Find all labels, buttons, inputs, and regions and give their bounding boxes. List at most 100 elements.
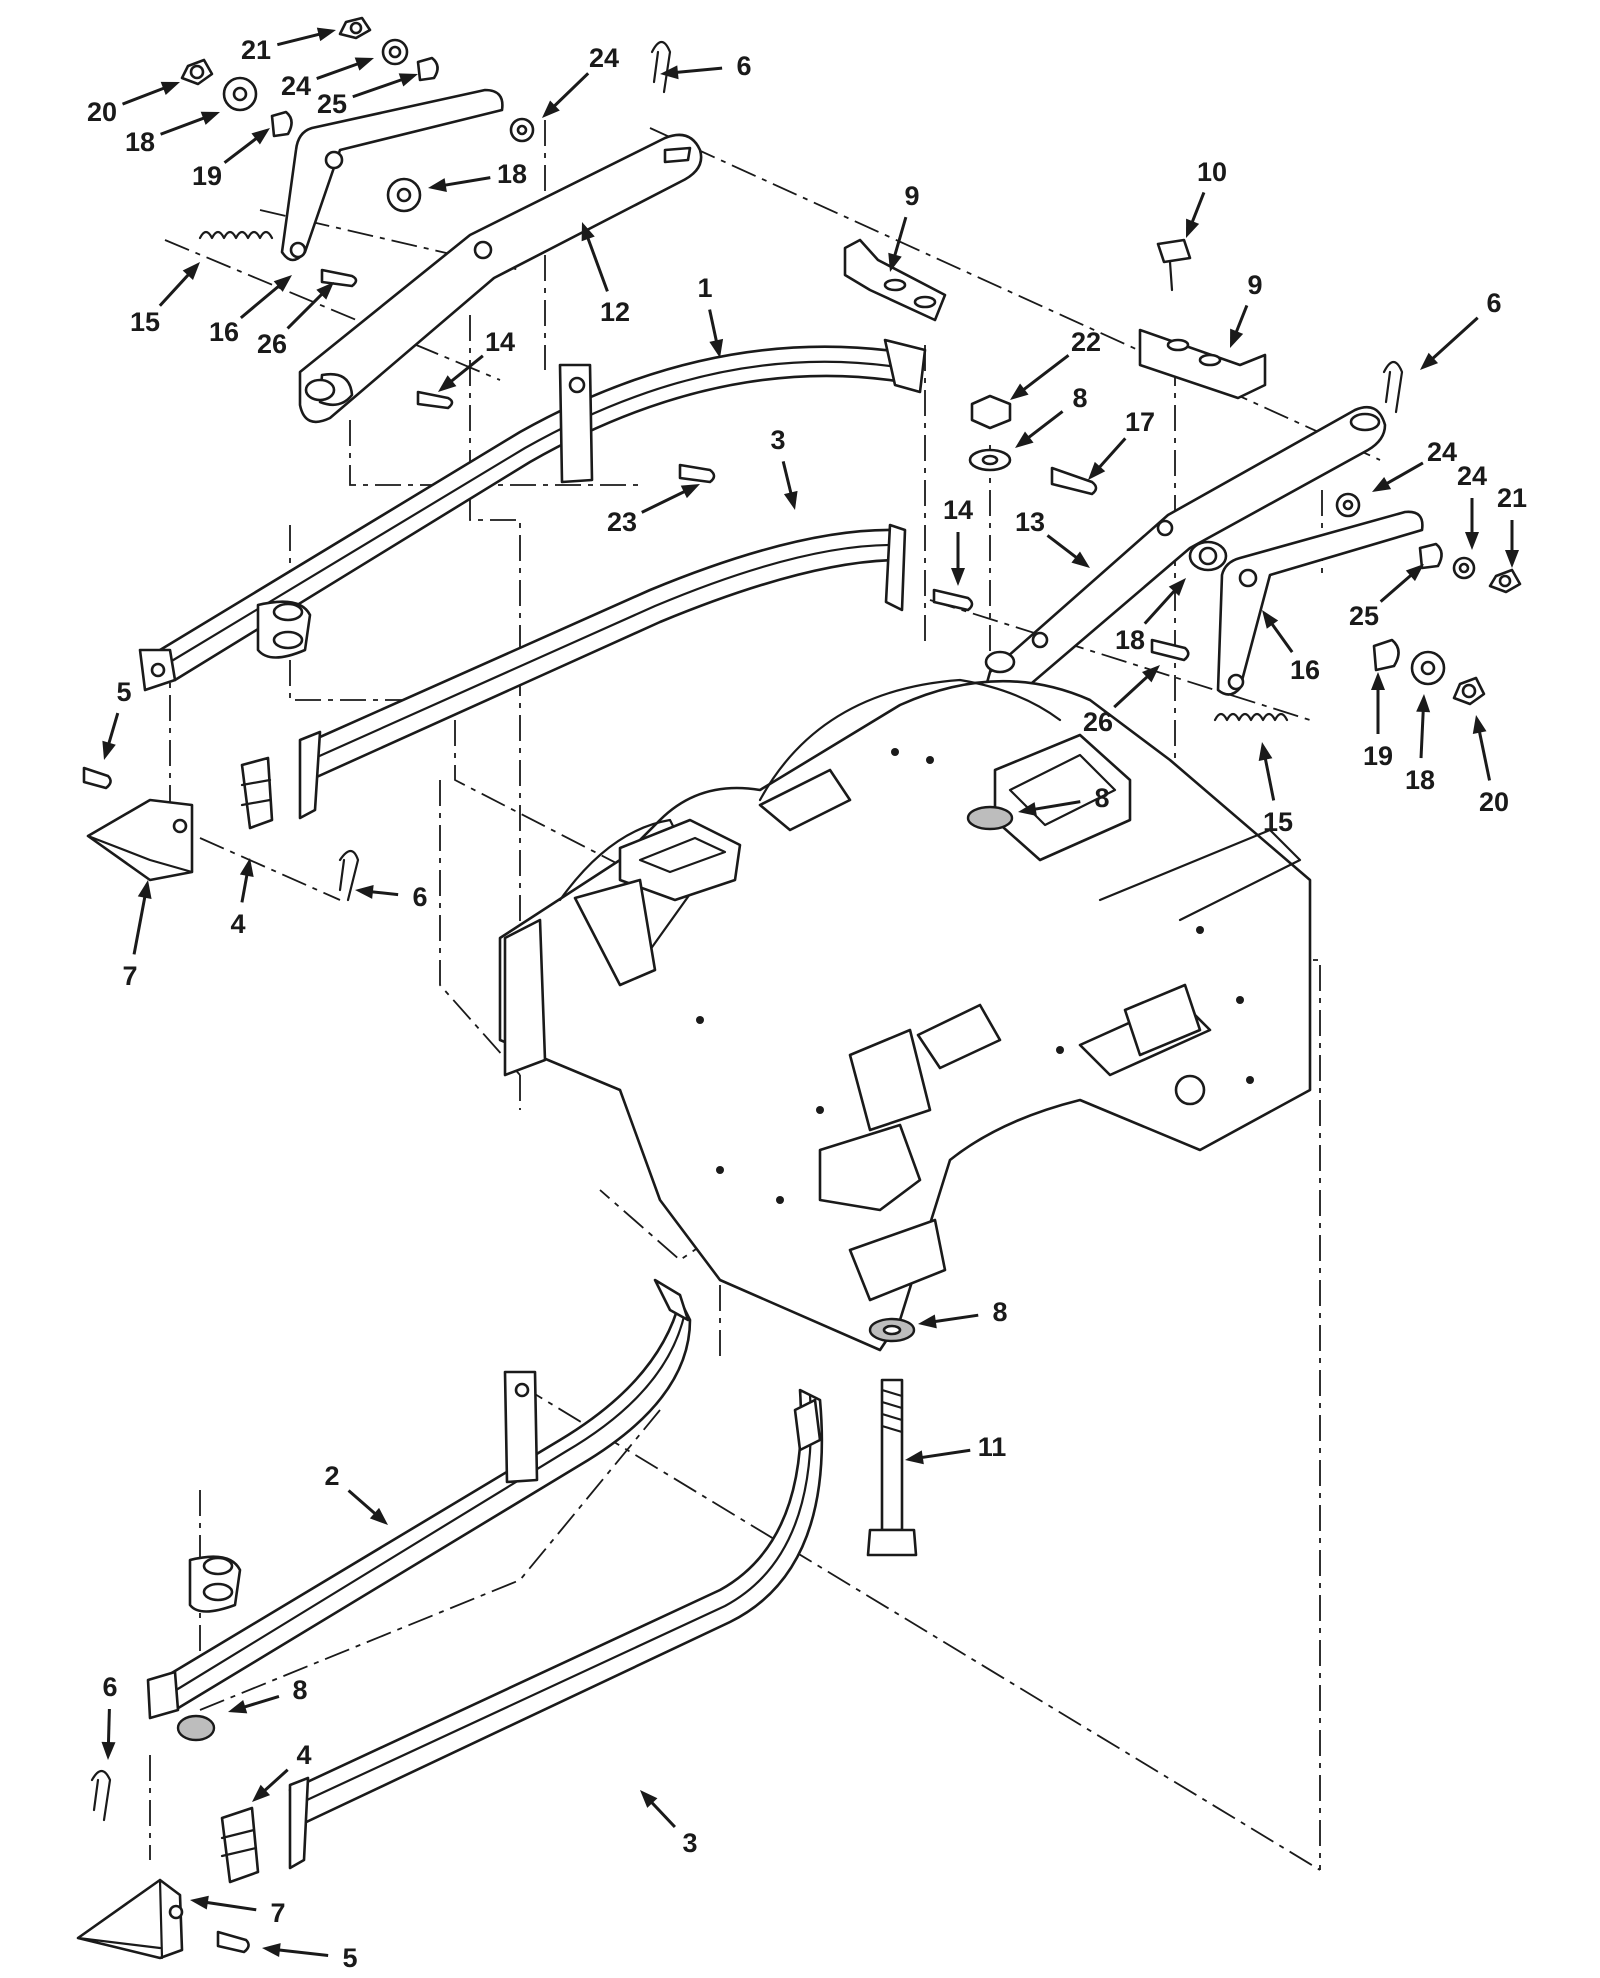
callout-c14a: 14 [438, 327, 515, 392]
callout-c24d: 24 [1457, 461, 1487, 550]
leader-line [1383, 461, 1424, 487]
leader-line [1031, 800, 1081, 812]
callout-number: 26 [1083, 707, 1113, 737]
leader-line [1143, 587, 1178, 625]
callout-number: 8 [1072, 383, 1087, 413]
arrowhead [680, 484, 700, 499]
callout-c5b: 5 [262, 1943, 358, 1973]
leader-line [368, 890, 399, 897]
callout-c1: 1 [697, 273, 724, 358]
leader-line [918, 1448, 971, 1460]
arrowhead [783, 490, 798, 510]
callout-c23: 23 [607, 484, 700, 537]
arrowhead [1505, 550, 1519, 568]
callout-number: 3 [682, 1828, 697, 1858]
callout-c9b: 9 [1230, 270, 1263, 348]
spacer-25a [416, 56, 439, 82]
leader-line [1020, 354, 1070, 393]
arrowhead [918, 1314, 937, 1329]
arrowhead [1142, 665, 1160, 683]
leader-line [239, 282, 283, 320]
callout-number: 14 [943, 495, 973, 525]
callout-number: 16 [1290, 655, 1320, 685]
callout-c13: 13 [1015, 507, 1090, 568]
pin-5b [216, 1930, 250, 1954]
arrowhead [101, 1741, 116, 1760]
callout-number: 18 [1115, 625, 1145, 655]
arrowhead [369, 1507, 388, 1525]
callout-c4a: 4 [230, 858, 254, 939]
leader-line [240, 1694, 280, 1710]
leader-line [1379, 572, 1415, 603]
leader-line [160, 115, 208, 136]
leader-line [1096, 437, 1127, 471]
spring-15a [198, 230, 274, 240]
callout-number: 18 [125, 127, 155, 157]
callout-c22: 22 [1010, 327, 1101, 400]
upper-right-linkage [983, 405, 1424, 706]
spacer-19a [270, 110, 293, 138]
callout-c16a: 16 [209, 275, 292, 347]
clip-4b [220, 1806, 260, 1884]
leader-line [352, 77, 406, 99]
washer-8b [966, 805, 1014, 831]
leader-line [447, 354, 484, 385]
callout-c8a: 8 [1015, 383, 1088, 448]
callout-c3b: 3 [640, 1790, 698, 1858]
leader-line [240, 871, 249, 903]
washer-8d [176, 1714, 216, 1742]
callout-c19a: 19 [192, 128, 270, 191]
callout-number: 22 [1071, 327, 1101, 357]
spacer-19b [1372, 638, 1400, 672]
callout-number: 20 [87, 97, 117, 127]
callout-number: 19 [192, 161, 222, 191]
nut-20b [1452, 676, 1486, 706]
callout-c8b: 8 [1018, 783, 1110, 816]
arrowhead [1258, 742, 1273, 762]
leader-line [1429, 316, 1479, 362]
callout-c25b: 25 [1349, 564, 1424, 631]
callout-number: 2 [324, 1461, 339, 1491]
leader-line [316, 61, 362, 80]
arrowhead [316, 282, 334, 300]
nut-22 [970, 394, 1012, 430]
leader-line [1477, 728, 1492, 781]
callout-number: 8 [992, 1297, 1007, 1327]
arrowhead [239, 858, 254, 877]
leader-line [648, 1799, 676, 1829]
callout-c24a: 24 [281, 57, 374, 101]
arrowhead [1088, 461, 1106, 480]
callout-number: 5 [116, 677, 131, 707]
callout-c11: 11 [905, 1432, 1006, 1465]
center-hardware [866, 805, 1014, 1557]
arrowhead [640, 1790, 658, 1808]
callout-c6a: 6 [660, 51, 752, 81]
arrowhead [1015, 431, 1034, 448]
bracket-7b [76, 1878, 184, 1960]
pin-26b [1150, 638, 1190, 662]
leader-line [1113, 673, 1151, 709]
arrowhead [951, 568, 965, 586]
callout-c4b: 4 [252, 1740, 312, 1802]
arrowhead [273, 275, 292, 292]
spring-15b [1213, 712, 1289, 722]
callout-number: 6 [412, 882, 427, 912]
bracket-7a [86, 798, 194, 882]
leader-line [223, 135, 260, 164]
arrowhead [251, 128, 270, 145]
bolt-23 [678, 463, 716, 484]
arrowhead [428, 178, 447, 192]
arrowhead [1018, 802, 1037, 816]
arm-12 [298, 133, 703, 424]
callout-c2: 2 [324, 1461, 388, 1525]
callout-c14b: 14 [943, 495, 973, 586]
callout-c17: 17 [1088, 407, 1155, 480]
pin-26a [320, 268, 358, 288]
callout-number: 25 [317, 89, 347, 119]
lower-left-hardware [76, 1769, 260, 1960]
arrowhead [1372, 476, 1392, 492]
spacer-25b [1418, 542, 1443, 570]
callout-number: 24 [1427, 437, 1457, 467]
callout-c8d: 8 [228, 1675, 308, 1714]
